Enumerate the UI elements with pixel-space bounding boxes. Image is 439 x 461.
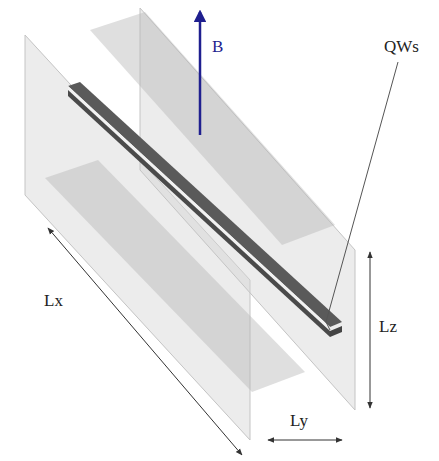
leader-line (326, 322, 330, 330)
field-label: B (212, 38, 223, 55)
dimension-label: Lz (379, 318, 397, 335)
dimension-arrow (48, 228, 242, 455)
callout-label: QWs (384, 38, 419, 55)
dimension-arrow (268, 440, 342, 441)
dimension-arrow (370, 252, 371, 408)
field-arrow (199, 12, 202, 135)
leader-line (326, 62, 398, 322)
quantum-wire (68, 82, 342, 327)
dimension-label: Lx (44, 292, 63, 309)
dimension-label: Ly (290, 412, 308, 429)
